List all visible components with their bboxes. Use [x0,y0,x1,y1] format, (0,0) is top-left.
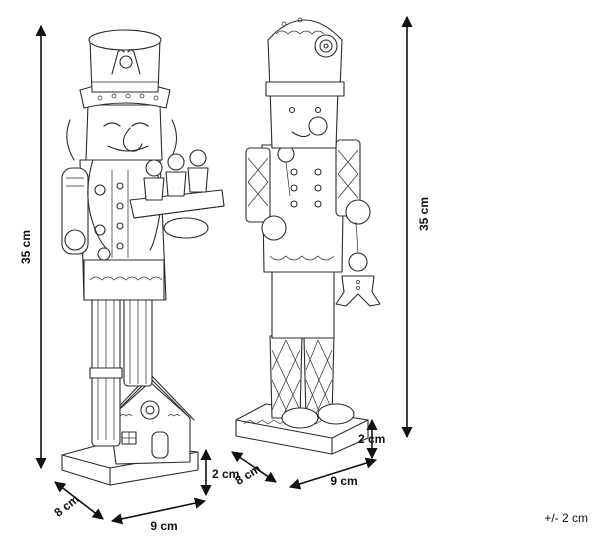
right-depth-label: 8 cm [233,461,264,487]
gingerbread-man-figurine [143,159,165,201]
right-head [269,87,339,149]
left-depth-label: 8 cm [51,492,81,520]
right-base-height-label: 2 cm [358,432,385,446]
right-torso [261,144,345,273]
right-width-arrow [288,457,378,490]
left-width-arrow [110,497,207,525]
right-dimensions: 35 cm 8 cm 9 cm 2 cm [231,15,431,490]
tolerance-note: +/- 2 cm [544,511,588,525]
right-nutcracker [235,17,381,455]
right-boots [269,335,355,429]
left-height-label: 35 cm [19,230,33,264]
hanging-gingerbread-man [335,221,381,307]
left-legs [89,295,153,447]
left-width-label: 9 cm [150,519,177,533]
right-hat [265,17,345,97]
left-nutcracker [61,29,225,486]
gingerbread-house [105,373,195,465]
right-legs [271,267,335,339]
gingerbread-tray [129,149,225,239]
right-width-label: 9 cm [330,474,357,488]
right-height-label: 35 cm [417,197,431,231]
gingerbread-man-figurine [165,153,187,197]
left-head [66,104,178,161]
right-arms [245,139,371,241]
left-hat [79,29,171,109]
gingerbread-man-figurine [187,149,209,193]
right-depth-arrow [231,451,277,483]
left-depth-arrow [54,481,104,520]
left-arm [61,167,89,255]
